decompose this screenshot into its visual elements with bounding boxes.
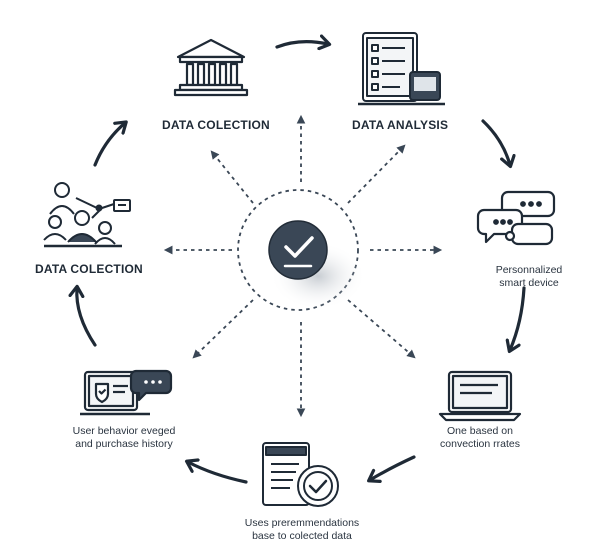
hub-spokes: [163, 114, 443, 418]
spoke-down-left: [192, 299, 254, 359]
cycle-arrow-top: [275, 34, 332, 51]
monitor-chat-icon: [80, 369, 173, 416]
node-bottom-left-caption: User behavior eveged and purchase histor…: [62, 425, 186, 451]
cycle-arrow-top-left: [93, 120, 128, 167]
node-bottom-right-caption: One based on convection rrates: [425, 425, 535, 451]
spoke-down-right: [347, 299, 416, 359]
cycle-arrows: [68, 34, 526, 484]
node-right-line1: Personnalized: [495, 264, 563, 276]
node-bottom-right-line2: convection rrates: [440, 438, 520, 450]
node-bottom-right-line1: One based on: [447, 425, 513, 437]
cycle-arrow-right: [505, 286, 526, 354]
node-bottom-line1: Uses preremmendations: [244, 517, 360, 529]
bank-icon: [173, 38, 249, 97]
spoke-up-right: [347, 144, 406, 204]
node-top-left-title: DATA COLECTION: [162, 118, 270, 132]
checklist-tablet-icon: [358, 32, 445, 106]
node-right-caption: Personnalized smart device: [474, 264, 584, 290]
cycle-arrow-bottom: [184, 458, 248, 484]
node-bottom-left-line1: User behavior eveged: [72, 425, 176, 437]
cycle-arrow-left: [68, 284, 97, 347]
node-left-title: DATA COLECTION: [35, 262, 143, 276]
cycle-arrow-bottom-right: [367, 455, 416, 483]
node-bottom-line2: base to colected data: [252, 530, 352, 542]
dashed-ring: [237, 189, 359, 311]
recommendation-page-icon: [262, 442, 339, 507]
node-bottom-caption: Uses preremmendations base to colected d…: [232, 517, 372, 543]
cycle-arrow-top-right: [481, 119, 516, 169]
node-right-line2: smart device: [499, 277, 559, 289]
node-bottom-left-line2: and purchase history: [75, 438, 173, 450]
node-top-right-title: DATA ANALYSIS: [352, 118, 449, 132]
spoke-up-left: [210, 150, 254, 204]
people-network-icon: [43, 182, 131, 248]
check-badge-icon: [268, 220, 366, 310]
laptop-icon: [438, 370, 522, 422]
chat-bubbles-icon: [476, 190, 556, 246]
